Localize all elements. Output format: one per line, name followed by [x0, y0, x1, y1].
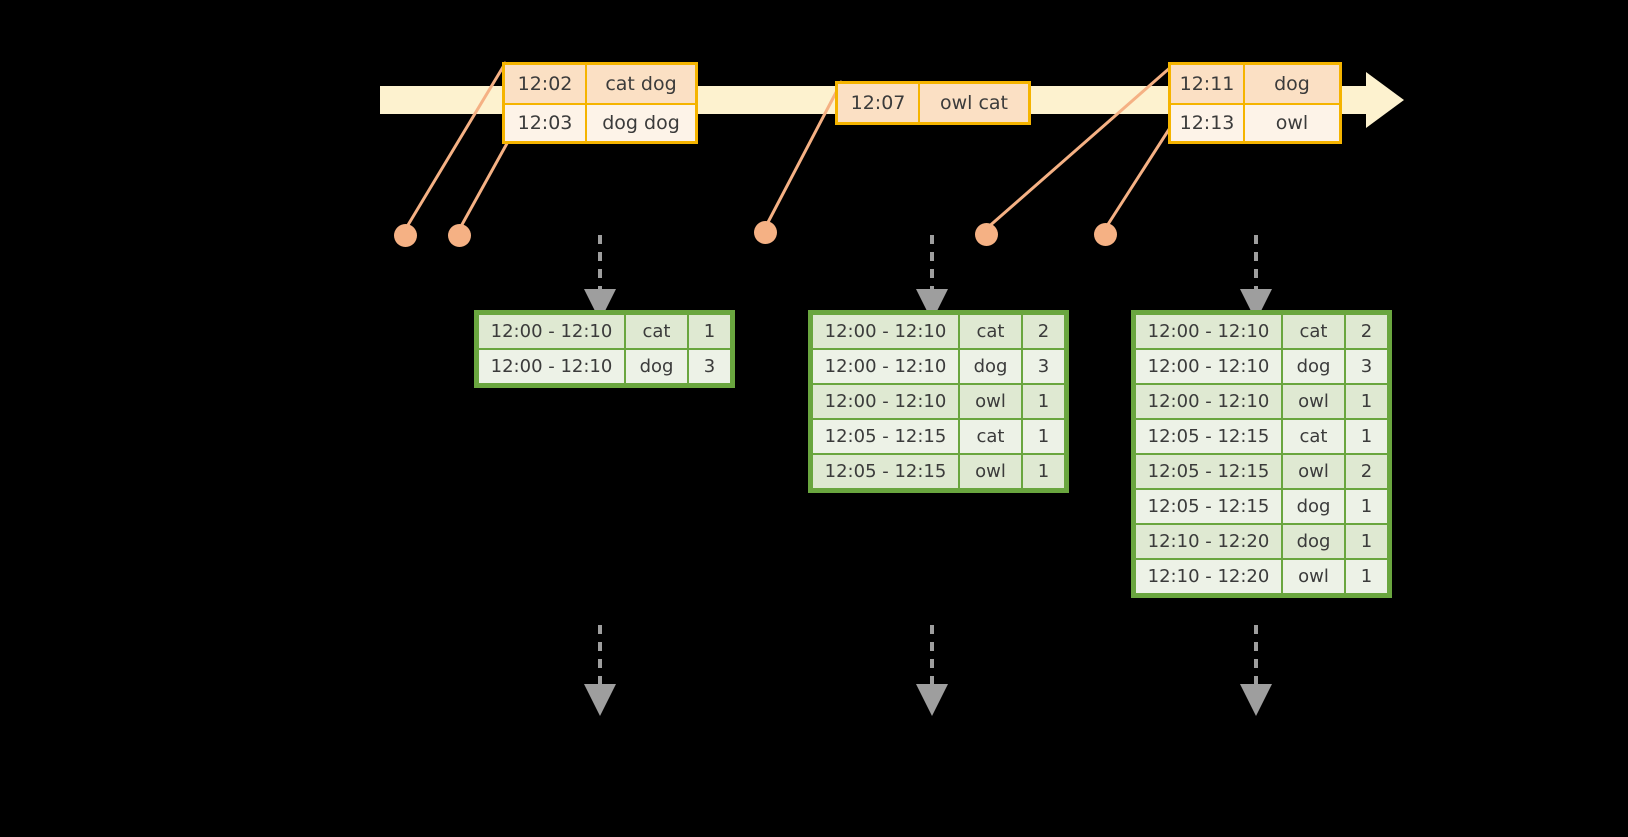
event-row: 12:11 dog [1171, 65, 1339, 103]
event-payload: dog dog [602, 112, 680, 134]
word-cell: dog [626, 350, 687, 383]
event-payload: cat dog [605, 73, 677, 95]
event-box-group-3[interactable]: 12:11 dog 12:13 owl [1168, 62, 1342, 144]
window-range-cell: 12:00 - 12:10 [1136, 385, 1281, 418]
window-range-cell: 12:05 - 12:15 [1136, 420, 1281, 453]
event-dot-2[interactable] [448, 224, 471, 247]
count-cell: 2 [1023, 315, 1064, 348]
event-payload: owl [1275, 112, 1309, 134]
event-row: 12:07 owl cat [838, 84, 1028, 122]
window-range-cell: 12:05 - 12:15 [1136, 490, 1281, 523]
word-cell: owl [1283, 385, 1344, 418]
count-cell: 1 [1346, 560, 1387, 593]
count-cell: 2 [1346, 315, 1387, 348]
word-cell: cat [960, 420, 1021, 453]
count-cell: 3 [689, 350, 730, 383]
count-cell: 1 [1023, 385, 1064, 418]
event-payload: dog [1274, 73, 1310, 95]
word-cell: owl [960, 455, 1021, 488]
window-range-cell: 12:05 - 12:15 [813, 420, 958, 453]
event-dot-3[interactable] [754, 221, 777, 244]
window-range-cell: 12:00 - 12:10 [479, 315, 624, 348]
event-dot-5[interactable] [1094, 223, 1117, 246]
event-payload: owl cat [939, 92, 1009, 114]
wire-2 [457, 137, 512, 231]
timeline-arrowhead-icon [1366, 72, 1404, 128]
word-cell: dog [960, 350, 1021, 383]
event-row: 12:02 cat dog [505, 65, 695, 103]
window-range-cell: 12:05 - 12:15 [1136, 455, 1281, 488]
event-row: 12:03 dog dog [505, 103, 695, 141]
event-timestamp: 12:03 [505, 105, 587, 141]
count-cell: 1 [1346, 385, 1387, 418]
event-timestamp: 12:11 [1171, 65, 1245, 103]
count-cell: 3 [1023, 350, 1064, 383]
event-timestamp: 12:07 [838, 84, 920, 122]
event-timestamp: 12:13 [1171, 105, 1245, 141]
window-range-cell: 12:10 - 12:20 [1136, 560, 1281, 593]
word-cell: dog [1283, 350, 1344, 383]
word-cell: owl [1283, 560, 1344, 593]
event-box-group-1[interactable]: 12:02 cat dog 12:03 dog dog [502, 62, 698, 144]
count-cell: 1 [1023, 455, 1064, 488]
window-range-cell: 12:00 - 12:10 [1136, 315, 1281, 348]
count-cell: 2 [1346, 455, 1387, 488]
window-range-cell: 12:00 - 12:10 [813, 315, 958, 348]
word-cell: owl [1283, 455, 1344, 488]
count-cell: 1 [689, 315, 730, 348]
event-dot-4[interactable] [975, 223, 998, 246]
word-cell: cat [1283, 315, 1344, 348]
count-cell: 1 [1346, 525, 1387, 558]
word-cell: dog [1283, 490, 1344, 523]
word-cell: cat [1283, 420, 1344, 453]
window-range-cell: 12:00 - 12:10 [1136, 350, 1281, 383]
window-range-cell: 12:00 - 12:10 [479, 350, 624, 383]
window-range-cell: 12:05 - 12:15 [813, 455, 958, 488]
word-cell: owl [960, 385, 1021, 418]
event-box-group-2[interactable]: 12:07 owl cat [835, 81, 1031, 125]
event-row: 12:13 owl [1171, 103, 1339, 141]
event-dot-1[interactable] [394, 224, 417, 247]
count-cell: 1 [1346, 420, 1387, 453]
event-timestamp: 12:02 [505, 65, 587, 103]
word-cell: cat [626, 315, 687, 348]
window-range-cell: 12:00 - 12:10 [813, 385, 958, 418]
count-cell: 1 [1023, 420, 1064, 453]
word-cell: cat [960, 315, 1021, 348]
word-cell: dog [1283, 525, 1344, 558]
count-cell: 1 [1346, 490, 1387, 523]
count-cell: 3 [1346, 350, 1387, 383]
window-range-cell: 12:00 - 12:10 [813, 350, 958, 383]
window-range-cell: 12:10 - 12:20 [1136, 525, 1281, 558]
wire-5 [1103, 119, 1177, 230]
